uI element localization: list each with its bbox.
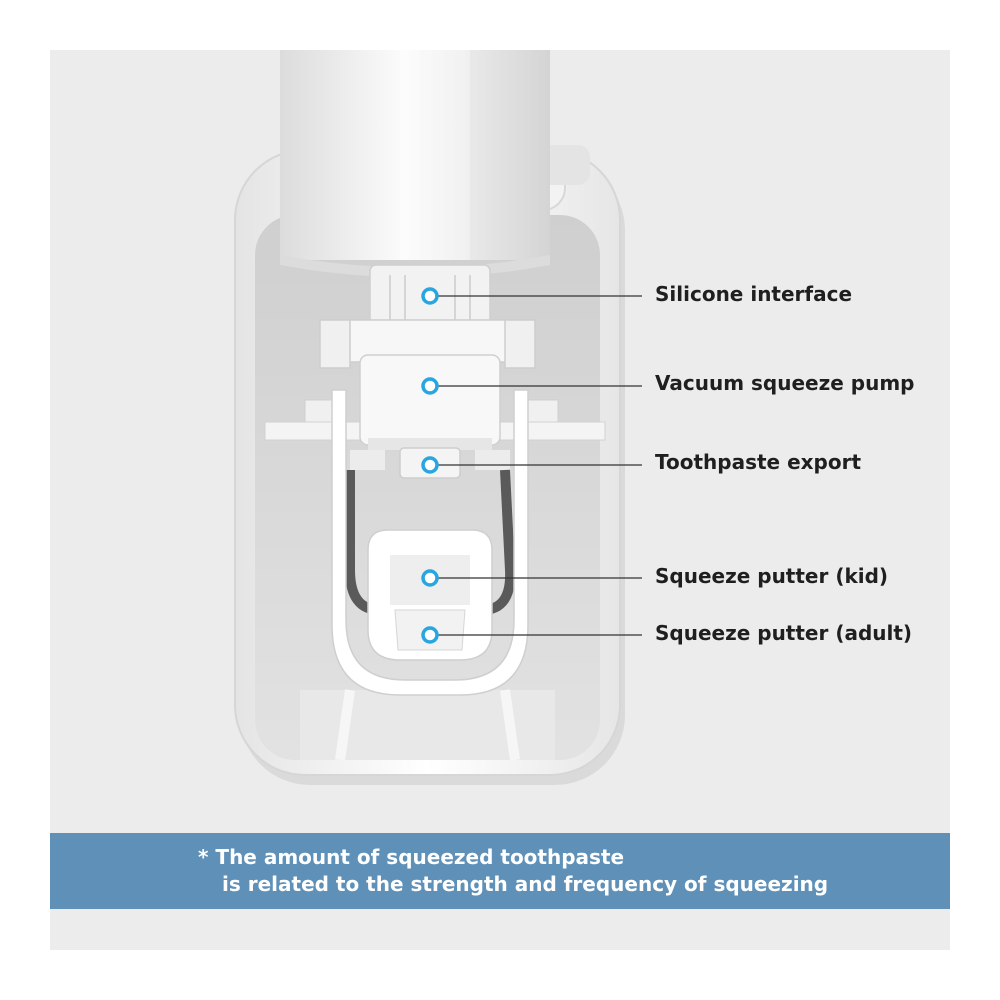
- callout-marker-icon: [421, 626, 439, 644]
- label-silicone-interface: Silicone interface: [655, 282, 853, 306]
- callout-toothpaste-export: [421, 456, 642, 474]
- callout-squeeze-putter-kid: [421, 569, 642, 587]
- label-vacuum-squeeze-pump: Vacuum squeeze pump: [655, 371, 915, 395]
- callout-marker-icon: [421, 569, 439, 587]
- toothpaste-tube: [280, 50, 550, 278]
- note-banner: * The amount of squeezed toothpaste is r…: [50, 833, 950, 909]
- vacuum-squeeze-pump-part: [359, 354, 501, 450]
- label-squeeze-putter-kid: Squeeze putter (kid): [655, 564, 889, 588]
- lever-brackets: [264, 319, 606, 441]
- callout-marker-icon: [421, 287, 439, 305]
- callout-marker-icon: [421, 456, 439, 474]
- label-squeeze-putter-adult: Squeeze putter (adult): [655, 621, 913, 645]
- label-toothpaste-export: Toothpaste export: [655, 450, 862, 474]
- toothpaste-dispenser-illustration: [234, 50, 642, 785]
- squeeze-handle: [331, 389, 529, 696]
- callout-marker-icon: [421, 377, 439, 395]
- callout-squeeze-putter-adult: [421, 626, 642, 644]
- callout-silicone-interface: [421, 287, 642, 305]
- note-line-2: is related to the strength and frequency…: [222, 872, 829, 896]
- callout-vacuum-squeeze-pump: [421, 377, 642, 395]
- note-line-1: * The amount of squeezed toothpaste: [198, 845, 625, 869]
- diagram-canvas: Silicone interface Vacuum squeeze pump T…: [50, 50, 950, 950]
